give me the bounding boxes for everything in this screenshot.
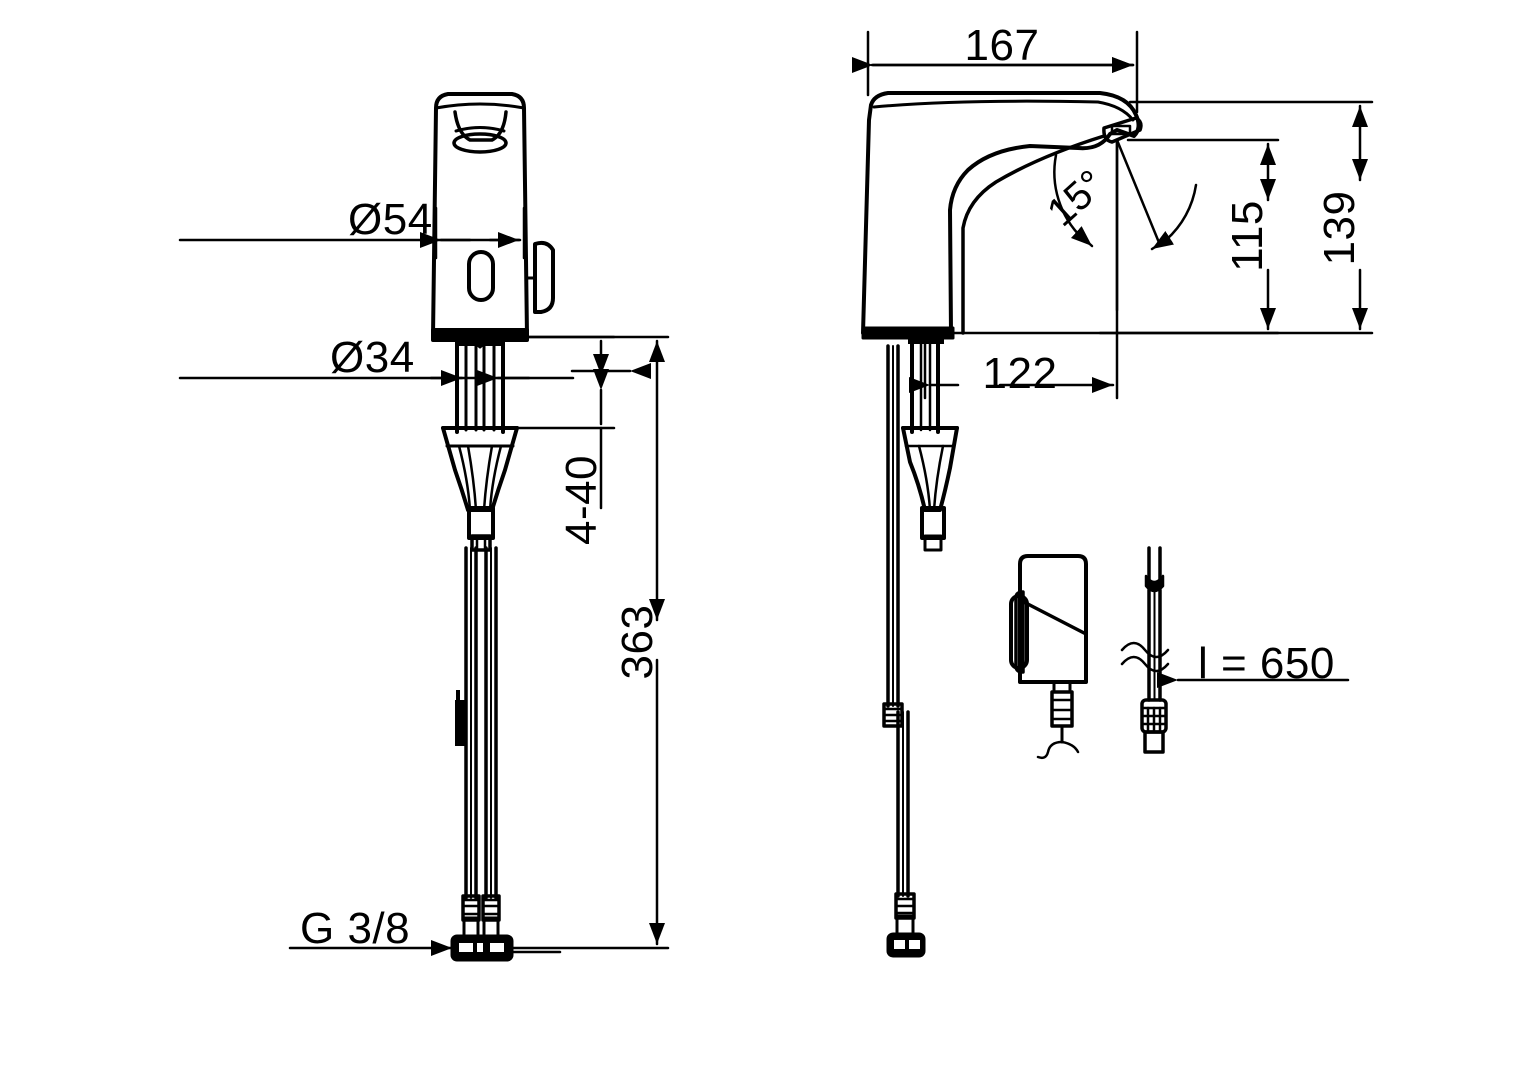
power-supply-unit [1009,554,1088,760]
label-dia34: Ø34 [330,333,415,382]
clamp-cone-side [901,426,959,512]
aerator-side [1102,116,1143,144]
accessories-geometry [1009,546,1350,760]
shank-nut-front [467,506,495,552]
sensor-cable [1120,546,1170,754]
label-115: 115 [1223,200,1272,272]
hose-ferrules-front [461,894,501,940]
g38-connector-front [450,934,514,962]
dimension-angle-15 [1053,138,1198,312]
dimension-167 [852,30,1139,114]
label-122: 122 [983,349,1058,398]
label-139: 139 [1315,191,1364,266]
faucet-body-front [431,92,555,338]
dimension-363 [510,335,670,950]
side-view-geometry [852,30,1374,958]
dimension-115 [1098,138,1280,335]
label-cable-650: l = 650 [1198,639,1335,688]
dimension-dia34 [178,350,575,400]
dimension-dia54 [178,206,526,260]
label-363: 363 [613,605,662,680]
mounting-shank-front [455,338,505,434]
label-dia54: Ø54 [348,195,433,244]
g38-connector-side [886,892,926,958]
faucet-body-side [861,91,1141,335]
label-angle-15: 15° [1039,162,1113,235]
clamp-cone-front [441,426,519,512]
front-view-geometry [178,92,670,962]
label-g38: G 3/8 [300,904,410,953]
shank-nut-side [920,506,946,552]
supply-hoses-front [455,546,498,900]
dimension-g38 [288,940,562,956]
label-4-40: 4-40 [557,455,606,545]
supply-hoses-side [882,344,910,898]
label-167: 167 [965,21,1040,70]
dimension-139 [949,100,1374,335]
